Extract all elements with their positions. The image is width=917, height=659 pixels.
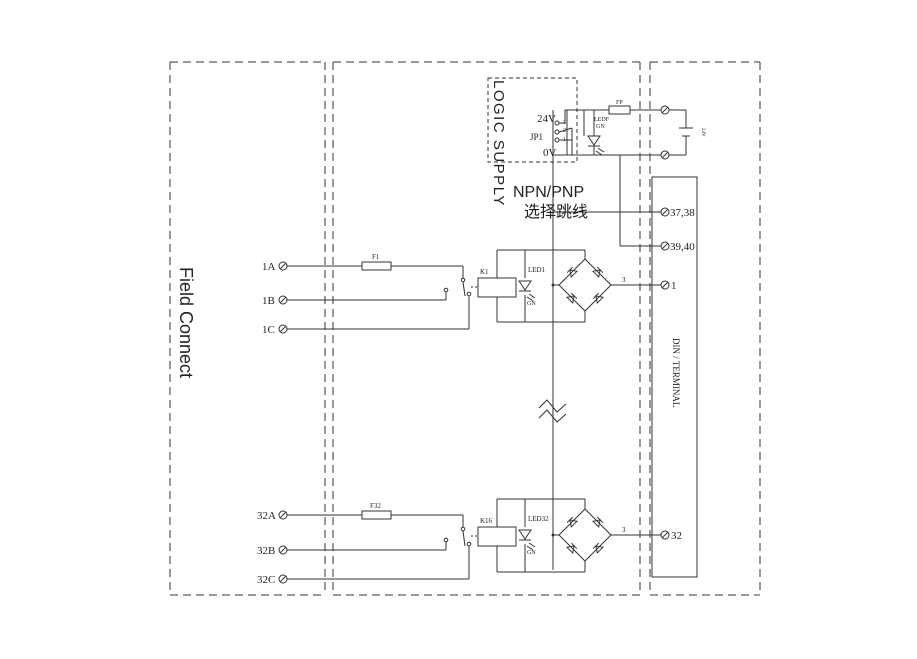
supply-positive-terminal [660, 105, 670, 115]
relay-coil-k16 [477, 526, 517, 547]
supply-terminal-39-40: 39,40 [660, 241, 695, 253]
terminal-section-frame [649, 61, 761, 596]
din-terminal-label: DIN / TERMINAL [671, 338, 681, 407]
status-led-icon [518, 280, 536, 302]
supply-rails [552, 109, 687, 570]
supply-led-icon [587, 128, 605, 156]
supply-0v-label: 0V [543, 147, 557, 159]
field-terminal-1b: 1B [262, 295, 288, 307]
output-terminal-32: 32 [660, 530, 682, 542]
break-mark [538, 399, 567, 423]
supply-battery-label: 24V [700, 128, 705, 137]
jumper-select-label: 选择跳线 [524, 203, 588, 221]
fuse-f32 [361, 510, 392, 520]
bridge-pin-label: 3 [622, 276, 626, 284]
channel-32: 32A 32B 32C F32 K16 [257, 498, 682, 586]
fuse-label: F1 [372, 253, 380, 261]
led-color-label: GN [527, 550, 536, 556]
field-terminal-label: 32B [257, 545, 275, 557]
relay-label: K1 [480, 268, 489, 276]
jumper-pin-3 [554, 120, 560, 126]
supply-led-color: GN [596, 124, 605, 130]
logic-supply-box [487, 77, 578, 163]
supply-led-label: LEDF [594, 117, 610, 123]
field-terminal-1c: 1C [262, 324, 288, 336]
supply-terminal-label: 39,40 [670, 241, 695, 253]
npn-pnp-label: NPN/PNP [513, 184, 584, 201]
jumper-jp1-label: JP1 [530, 132, 543, 142]
status-led-icon [518, 529, 536, 551]
output-terminal-1: 1 [660, 280, 677, 292]
field-terminal-label: 1B [262, 295, 275, 307]
field-terminal-label: 32C [257, 574, 275, 586]
relay-label: K16 [480, 517, 493, 525]
supply-negative-terminal [660, 150, 670, 160]
field-terminal-32b: 32B [257, 545, 288, 557]
supply-fuse-fp [608, 105, 631, 115]
relay-coil-k1 [477, 277, 517, 298]
led-label: LED1 [528, 266, 546, 274]
field-terminal-32a: 32A [257, 510, 288, 522]
bridge-rectifier [551, 499, 612, 572]
output-terminal-label: 32 [671, 530, 682, 542]
supply-battery-symbol [679, 127, 693, 137]
jumper-pin-1 [554, 137, 560, 143]
logic-supply-label: LOGIC SUPPLY [490, 80, 507, 207]
output-terminal-label: 1 [671, 280, 677, 292]
supply-terminal-label: 37,38 [670, 207, 695, 219]
bridge-pin-label: 3 [622, 526, 626, 534]
jumper-pin-2-label: 2 [563, 128, 566, 134]
bridge-rectifier [551, 250, 612, 322]
field-terminal-1a: 1A [262, 261, 288, 273]
led-label: LED32 [528, 515, 549, 523]
field-connect-label: Field Connect [176, 267, 196, 378]
din-terminal-block [651, 176, 698, 578]
supply-24v-label: 24V [537, 113, 556, 125]
led-color-label: GN [527, 301, 536, 307]
jumper-wiring [553, 109, 573, 156]
field-terminal-label: 1A [262, 261, 276, 273]
supply-fuse-label: FP [616, 100, 623, 106]
field-terminal-label: 1C [262, 324, 275, 336]
field-terminal-label: 32A [257, 510, 276, 522]
jumper-pin-2 [554, 129, 560, 135]
fuse-f1 [361, 261, 392, 271]
fuse-label: F32 [370, 502, 381, 510]
supply-terminal-37-38: 37,38 [660, 207, 695, 219]
channel-1: 1A 1B 1C F1 K1 [262, 249, 677, 336]
field-terminal-32c: 32C [257, 574, 288, 586]
